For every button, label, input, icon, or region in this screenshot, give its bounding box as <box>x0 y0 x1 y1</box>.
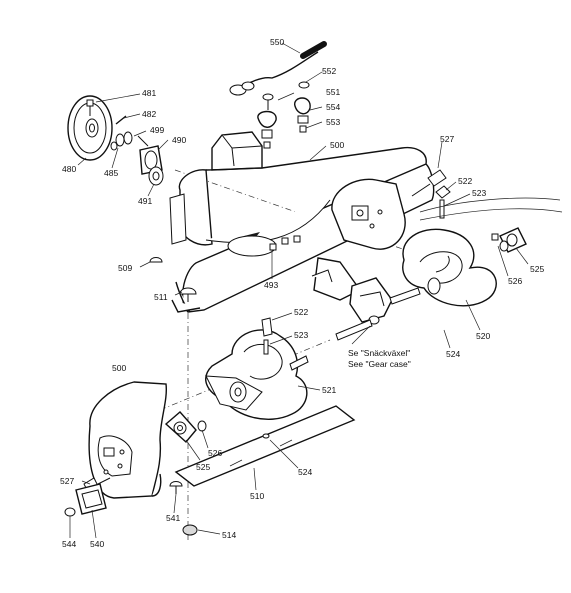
label-527-bottom: 527 <box>60 476 74 486</box>
bearing-flange <box>137 135 164 186</box>
scraper-blade <box>174 405 356 487</box>
label-490: 490 <box>172 135 186 145</box>
label-500-bottom: 500 <box>112 363 126 373</box>
carriage-bolt-509 <box>149 257 163 263</box>
gear-case-reference-note: Se "Snäckväxel" See "Gear case" <box>348 348 411 369</box>
label-524-top: 524 <box>446 349 460 359</box>
hex-nut-493 <box>269 235 301 251</box>
washer-514 <box>182 524 198 536</box>
auger-left <box>205 329 309 420</box>
label-482: 482 <box>142 109 156 119</box>
label-540: 540 <box>90 539 104 549</box>
skid-shoe <box>75 483 107 515</box>
label-553: 553 <box>326 117 340 127</box>
label-523-mid: 523 <box>294 330 308 340</box>
leader-lines <box>69 42 529 539</box>
chute-clip-left <box>257 93 277 149</box>
label-520: 520 <box>476 331 490 341</box>
chute-crank-handle <box>229 41 327 96</box>
label-485: 485 <box>104 168 118 178</box>
label-480: 480 <box>62 164 76 174</box>
label-526-bottom: 526 <box>208 448 222 458</box>
label-514: 514 <box>222 530 236 540</box>
label-526-top: 526 <box>508 276 522 286</box>
bearing-flange-right <box>491 227 527 253</box>
note-gear-case-swedish: Se "Snäckväxel" <box>348 348 410 358</box>
carriage-bolt-541 <box>169 481 183 494</box>
auger-right <box>402 228 497 307</box>
label-552: 552 <box>322 66 336 76</box>
label-509: 509 <box>118 263 132 273</box>
pulley-key <box>115 115 127 125</box>
pulley-washers <box>110 131 133 151</box>
label-525-top: 525 <box>530 264 544 274</box>
gear-case-assembly <box>311 257 421 341</box>
label-499: 499 <box>150 125 164 135</box>
label-554: 554 <box>326 102 340 112</box>
note-gear-case-english: See "Gear case" <box>348 359 411 369</box>
label-523-top: 523 <box>472 188 486 198</box>
part-number-labels: 550 552 551 554 553 481 482 499 490 480 … <box>60 37 544 549</box>
label-544: 544 <box>62 539 76 549</box>
bearing-flange-left <box>164 411 197 444</box>
bolt-527-top <box>411 169 447 197</box>
label-551: 551 <box>326 87 340 97</box>
auger-pulley <box>67 95 113 161</box>
chute-clip-right <box>294 81 311 133</box>
label-511: 511 <box>154 292 168 302</box>
housing-side-plate-right <box>331 178 406 250</box>
housing-side-plate-left <box>88 381 168 499</box>
label-550: 550 <box>270 37 284 47</box>
label-491: 491 <box>138 196 152 206</box>
carriage-bolt-511 <box>179 287 197 302</box>
label-522-top: 522 <box>458 176 472 186</box>
label-521: 521 <box>322 385 336 395</box>
label-481: 481 <box>142 88 156 98</box>
label-493: 493 <box>264 280 278 290</box>
label-527-top: 527 <box>440 134 454 144</box>
spacer-523-mid <box>263 339 269 355</box>
label-522-mid: 522 <box>294 307 308 317</box>
shear-bolt-522-mid <box>261 317 273 337</box>
spacer-523-top <box>439 199 445 219</box>
label-524-bottom: 524 <box>298 467 312 477</box>
nut-544 <box>64 507 76 517</box>
label-541: 541 <box>166 513 180 523</box>
label-525-bottom: 525 <box>196 462 210 472</box>
shear-bolt-522-top <box>435 185 451 199</box>
washer-526-bottom <box>197 420 207 432</box>
pulley-bolt <box>86 99 94 116</box>
label-510: 510 <box>250 491 264 501</box>
label-500-top: 500 <box>330 140 344 150</box>
